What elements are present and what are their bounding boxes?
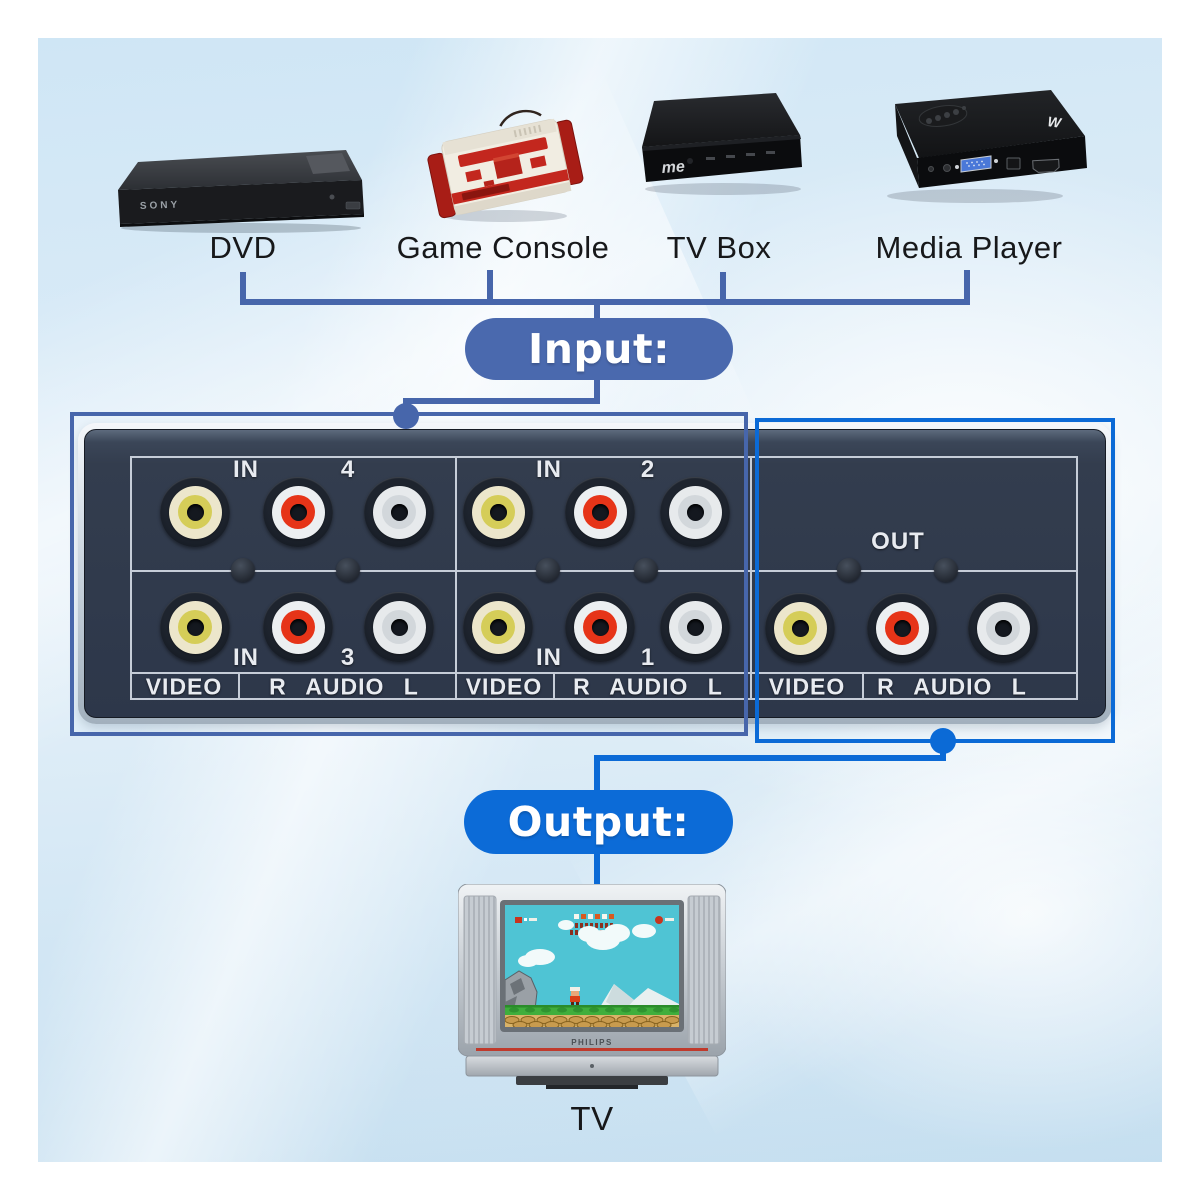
jack-out-video-yellow — [765, 593, 835, 663]
label-audio-out: R AUDIO L — [877, 673, 1027, 700]
jack-out-audio-l-white — [968, 593, 1038, 663]
tv-game-screen — [505, 905, 679, 1027]
jack-in2-audio-l-white — [660, 477, 730, 547]
jack-in3-audio-l-white — [364, 592, 434, 662]
device-label-dvd: DVD — [209, 230, 277, 265]
label-in-2-number: 2 — [640, 456, 656, 483]
media-player-illustration: W — [887, 90, 1087, 203]
dvd-brand-text: SONY — [140, 200, 181, 212]
tv-stand — [516, 1076, 668, 1085]
label-in-2-prefix: IN — [536, 456, 562, 483]
screw — [536, 558, 560, 582]
label-in-1-prefix: IN — [536, 644, 562, 671]
label-video-2: VIDEO — [465, 673, 543, 700]
screw — [837, 558, 861, 582]
output-badge-text: Output: — [507, 798, 690, 846]
device-label-game-console: Game Console — [396, 230, 610, 265]
label-in-4-prefix: IN — [233, 456, 259, 483]
game-console-illustration — [427, 109, 584, 222]
screw — [231, 558, 255, 582]
label-audio-2: R AUDIO L — [573, 673, 723, 700]
label-audio-1: R AUDIO L — [269, 673, 419, 700]
jack-in2-video-yellow — [463, 477, 533, 547]
av-switch-body: IN 4 IN 3 VIDEO R AUDIO L IN 2 IN 1 — [78, 423, 1112, 724]
label-band-separator — [862, 672, 864, 700]
screw — [634, 558, 658, 582]
screw — [934, 558, 958, 582]
label-in-3-prefix: IN — [233, 644, 259, 671]
panel-outline — [130, 456, 132, 700]
label-band-separator — [238, 672, 240, 700]
label-band-separator — [553, 672, 555, 700]
dvd-player-illustration: SONY — [118, 150, 364, 233]
panel-outline — [1076, 456, 1078, 700]
label-in-3-number: 3 — [340, 644, 356, 671]
label-video-out: VIDEO — [768, 673, 846, 700]
panel-outline — [130, 456, 1078, 458]
jack-in4-audio-r-red — [263, 477, 333, 547]
jack-in3-audio-r-red — [263, 592, 333, 662]
label-video-1: VIDEO — [145, 673, 223, 700]
jack-in1-audio-r-red — [565, 592, 635, 662]
tv-illustration: PHILIPS — [458, 884, 726, 1089]
tv-box-brand-text: me — [661, 158, 685, 177]
device-label-media-player: Media Player — [875, 230, 1063, 265]
device-label-tv-box: TV Box — [666, 230, 772, 265]
tv-label: TV — [570, 1100, 614, 1137]
jack-out-audio-r-red — [867, 593, 937, 663]
jack-in1-audio-l-white — [660, 592, 730, 662]
tv-speaker-right — [687, 895, 721, 1045]
jack-in4-audio-l-white — [364, 477, 434, 547]
panel-divider-vertical — [455, 456, 457, 700]
screw — [336, 558, 360, 582]
jack-in3-video-yellow — [160, 592, 230, 662]
jack-in1-video-yellow — [463, 592, 533, 662]
label-out: OUT — [871, 528, 925, 555]
tv-speaker-left — [463, 895, 497, 1045]
jack-in4-video-yellow — [160, 477, 230, 547]
media-player-brand-text: W — [1047, 113, 1064, 131]
label-in-4-number: 4 — [340, 456, 356, 483]
tv-box-illustration: me — [642, 93, 802, 195]
output-badge: Output: — [464, 790, 733, 854]
jack-in2-audio-r-red — [565, 477, 635, 547]
input-badge: Input: — [465, 318, 733, 380]
av-switch-rear-panel: IN 4 IN 3 VIDEO R AUDIO L IN 2 IN 1 — [84, 429, 1106, 718]
panel-divider-vertical — [750, 456, 752, 700]
tv-brand-text: PHILIPS — [571, 1038, 613, 1047]
label-in-1-number: 1 — [640, 644, 656, 671]
input-badge-text: Input: — [528, 325, 670, 373]
